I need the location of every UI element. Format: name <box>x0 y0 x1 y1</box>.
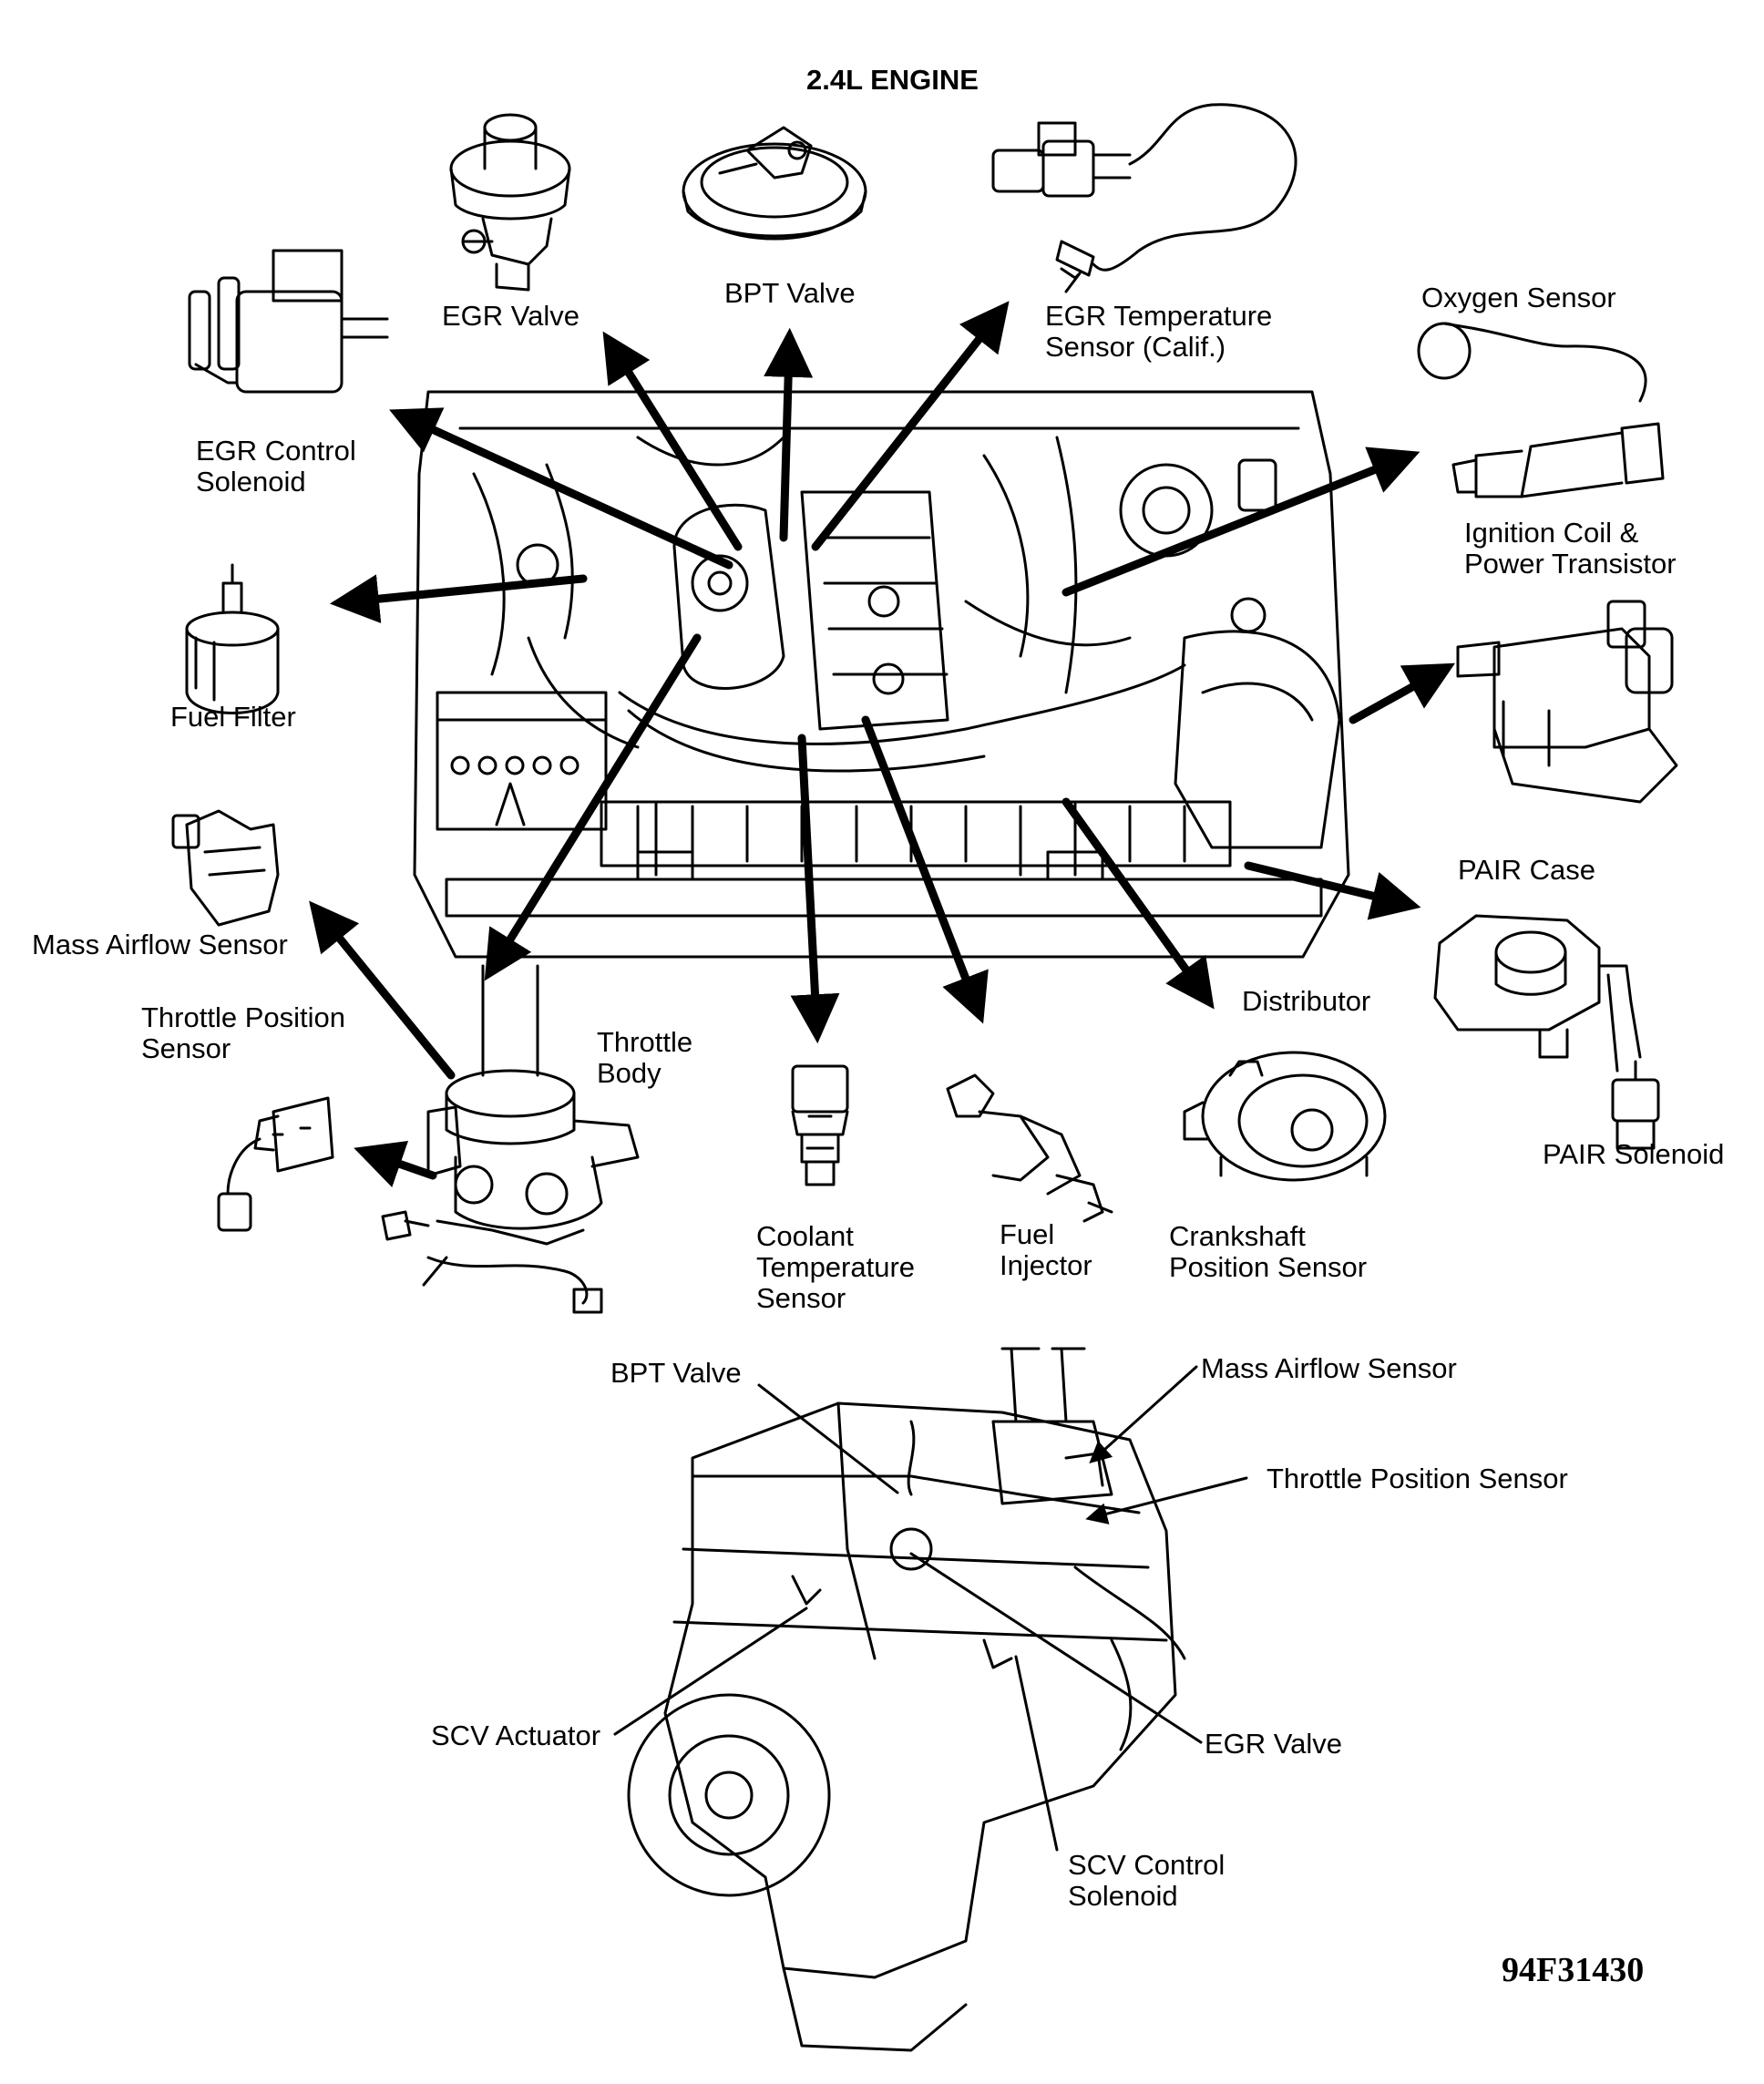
engine-side-illustration <box>627 1347 1186 2052</box>
label-crankshaft-position-sensor: Crankshaft Position Sensor <box>1169 1220 1368 1283</box>
figure-code: 94F31430 <box>1502 1951 1645 1989</box>
label-bottom-egr-valve: EGR Valve <box>1205 1728 1343 1760</box>
mass-airflow-sensor-top-illustration <box>171 809 280 927</box>
label-throttle-position-sensor: Throttle Position Sensor <box>141 1001 345 1064</box>
throttle-body-illustration <box>381 964 640 1314</box>
label-egr-temperature-sensor: EGR Temperature Sensor (Calif.) <box>1045 300 1273 363</box>
label-ignition-coil: Ignition Coil & Power Transistor <box>1464 517 1677 580</box>
label-oxygen-sensor: Oxygen Sensor <box>1421 282 1616 313</box>
oxygen-sensor-illustration <box>1417 322 1665 498</box>
pair-solenoid-illustration <box>1611 1060 1660 1150</box>
label-bottom-throttle-position-sensor: Throttle Position Sensor <box>1267 1463 1568 1494</box>
label-bottom-mass-airflow-sensor: Mass Airflow Sensor <box>1201 1352 1457 1384</box>
diagram-title: 2.4L ENGINE <box>806 64 979 96</box>
label-fuel-injector: Fuel Injector <box>1000 1218 1092 1281</box>
label-fuel-filter: Fuel Filter <box>170 701 296 733</box>
label-bpt-valve: BPT Valve <box>724 277 856 309</box>
distributor-illustration <box>1183 1051 1387 1182</box>
bottom-leader-lines <box>613 1365 1248 1852</box>
throttle-position-sensor-top-illustration <box>217 1096 334 1232</box>
fuel-injector-illustration <box>946 1073 1113 1223</box>
label-distributor: Distributor <box>1242 985 1371 1017</box>
label-coolant-temperature-sensor: Coolant Temperature Sensor <box>756 1220 916 1314</box>
egr-valve-top-illustration <box>449 113 571 292</box>
egr-temperature-sensor-illustration <box>991 103 1297 293</box>
label-bottom-scv-control-solenoid: SCV Control Solenoid <box>1068 1849 1226 1912</box>
pair-case-illustration <box>1433 914 1642 1073</box>
label-throttle-body: Throttle Body <box>597 1026 693 1089</box>
ignition-coil-illustration <box>1456 600 1678 804</box>
label-bottom-bpt-valve: BPT Valve <box>610 1357 742 1389</box>
bpt-valve-top-illustration <box>682 126 867 241</box>
coolant-temperature-sensor-illustration <box>791 1064 849 1186</box>
label-pair-solenoid: PAIR Solenoid <box>1543 1138 1725 1170</box>
fuel-filter-illustration <box>185 563 280 714</box>
label-bottom-scv-actuator: SCV Actuator <box>431 1720 601 1751</box>
label-egr-control-solenoid: EGR Control Solenoid <box>196 435 356 498</box>
egr-control-solenoid-illustration <box>188 249 389 394</box>
top-arrows <box>309 301 1456 1187</box>
engine-bay-illustration <box>413 390 1350 959</box>
label-egr-valve: EGR Valve <box>442 300 580 332</box>
label-pair-case: PAIR Case <box>1458 854 1596 886</box>
label-mass-airflow-sensor: Mass Airflow Sensor <box>32 929 288 960</box>
